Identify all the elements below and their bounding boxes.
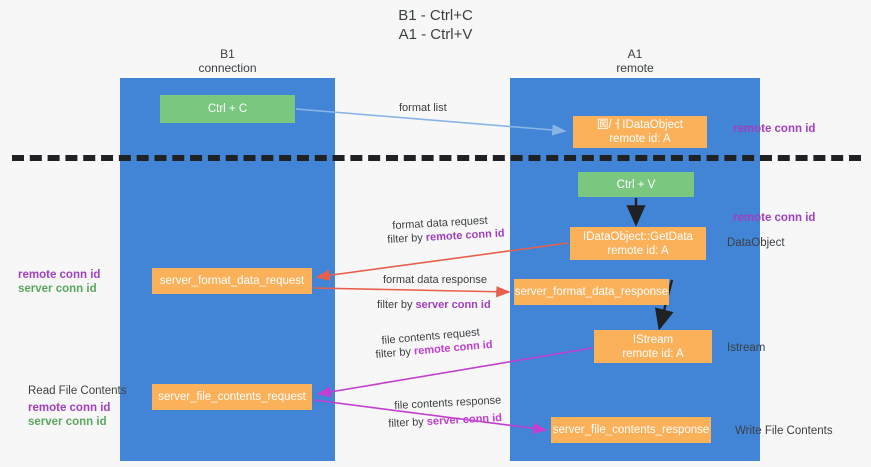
node-server-file-contents-response[interactable]: server_file_contents_response (551, 417, 711, 443)
page-title: B1 - Ctrl+C A1 - Ctrl+V (398, 7, 473, 43)
node-server-format-data-response[interactable]: server_format_data_response (514, 279, 669, 305)
node-idataobject-title: 囻/ㅓIDataObject (597, 119, 683, 131)
node-istream-subtitle: remote id: A (622, 347, 684, 360)
label-group-conn-ids-bottom: remote conn id server conn id (28, 401, 110, 429)
label-read-file-contents: Read File Contents (28, 385, 127, 397)
edge-label-format-list: format list (399, 102, 447, 114)
label-dataobject: DataObject (727, 237, 785, 249)
node-server-format-data-request-label: server_format_data_request (159, 275, 305, 287)
filter-key-server-1: server conn id (415, 299, 491, 311)
filter-key-server-2: server conn id (426, 412, 503, 428)
edge-label-format-data-response: format data response (383, 274, 487, 286)
node-server-format-data-response-label: server_format_data_response (514, 286, 669, 298)
node-idataobject[interactable]: 囻/ㅓIDataObject remote id: A (573, 116, 707, 148)
node-idataobject-getdata[interactable]: IDataObject::GetData remote id: A (570, 227, 706, 260)
node-istream-title: IStream (632, 333, 674, 346)
node-server-format-data-request[interactable]: server_format_data_request (152, 268, 312, 294)
column-header-b1: B1 connection (198, 47, 257, 75)
filter-prefix-4: filter by (388, 415, 428, 430)
filter-prefix-3: filter by (375, 345, 415, 361)
edge-label-filter-server-2: filter by server conn id (388, 411, 502, 431)
node-getdata-title: IDataObject::GetData (583, 230, 693, 243)
node-istream[interactable]: IStream remote id: A (594, 330, 712, 363)
edge-label-filter-server-1: filter by server conn id (377, 298, 491, 312)
label-remote-conn-id-top: remote conn id (733, 123, 816, 135)
filter-prefix-2: filter by (377, 299, 416, 311)
label-istream: Istream (727, 342, 766, 354)
node-ctrl-c-label: Ctrl + C (207, 103, 248, 115)
node-idataobject-subtitle: remote id: A (609, 133, 671, 145)
label-group-conn-ids-mid: remote conn id server conn id (18, 268, 100, 296)
node-ctrl-c[interactable]: Ctrl + C (160, 95, 295, 123)
node-getdata-subtitle: remote id: A (607, 244, 669, 257)
node-server-file-contents-request[interactable]: server_file_contents_request (152, 384, 312, 410)
label-server-conn-id-left-2: server conn id (28, 416, 107, 428)
arrow-format-data-response (313, 286, 511, 298)
filter-prefix-1: filter by (387, 231, 427, 246)
node-server-file-contents-request-label: server_file_contents_request (158, 391, 306, 403)
node-ctrl-v[interactable]: Ctrl + V (578, 172, 694, 197)
node-ctrl-v-label: Ctrl + V (616, 178, 656, 191)
column-header-a1: A1 remote (616, 47, 654, 75)
label-server-conn-id-left: server conn id (18, 283, 97, 295)
label-remote-conn-id-left-2: remote conn id (28, 402, 111, 414)
label-remote-conn-id-mid: remote conn id (733, 212, 816, 224)
section-divider (12, 155, 861, 161)
label-remote-conn-id-left: remote conn id (18, 269, 101, 281)
label-write-file-contents: Write File Contents (735, 425, 833, 437)
node-server-file-contents-response-label: server_file_contents_response (552, 424, 710, 436)
edge-label-file-contents-response: file contents response (394, 394, 502, 412)
filter-key-remote-1: remote conn id (425, 227, 505, 244)
